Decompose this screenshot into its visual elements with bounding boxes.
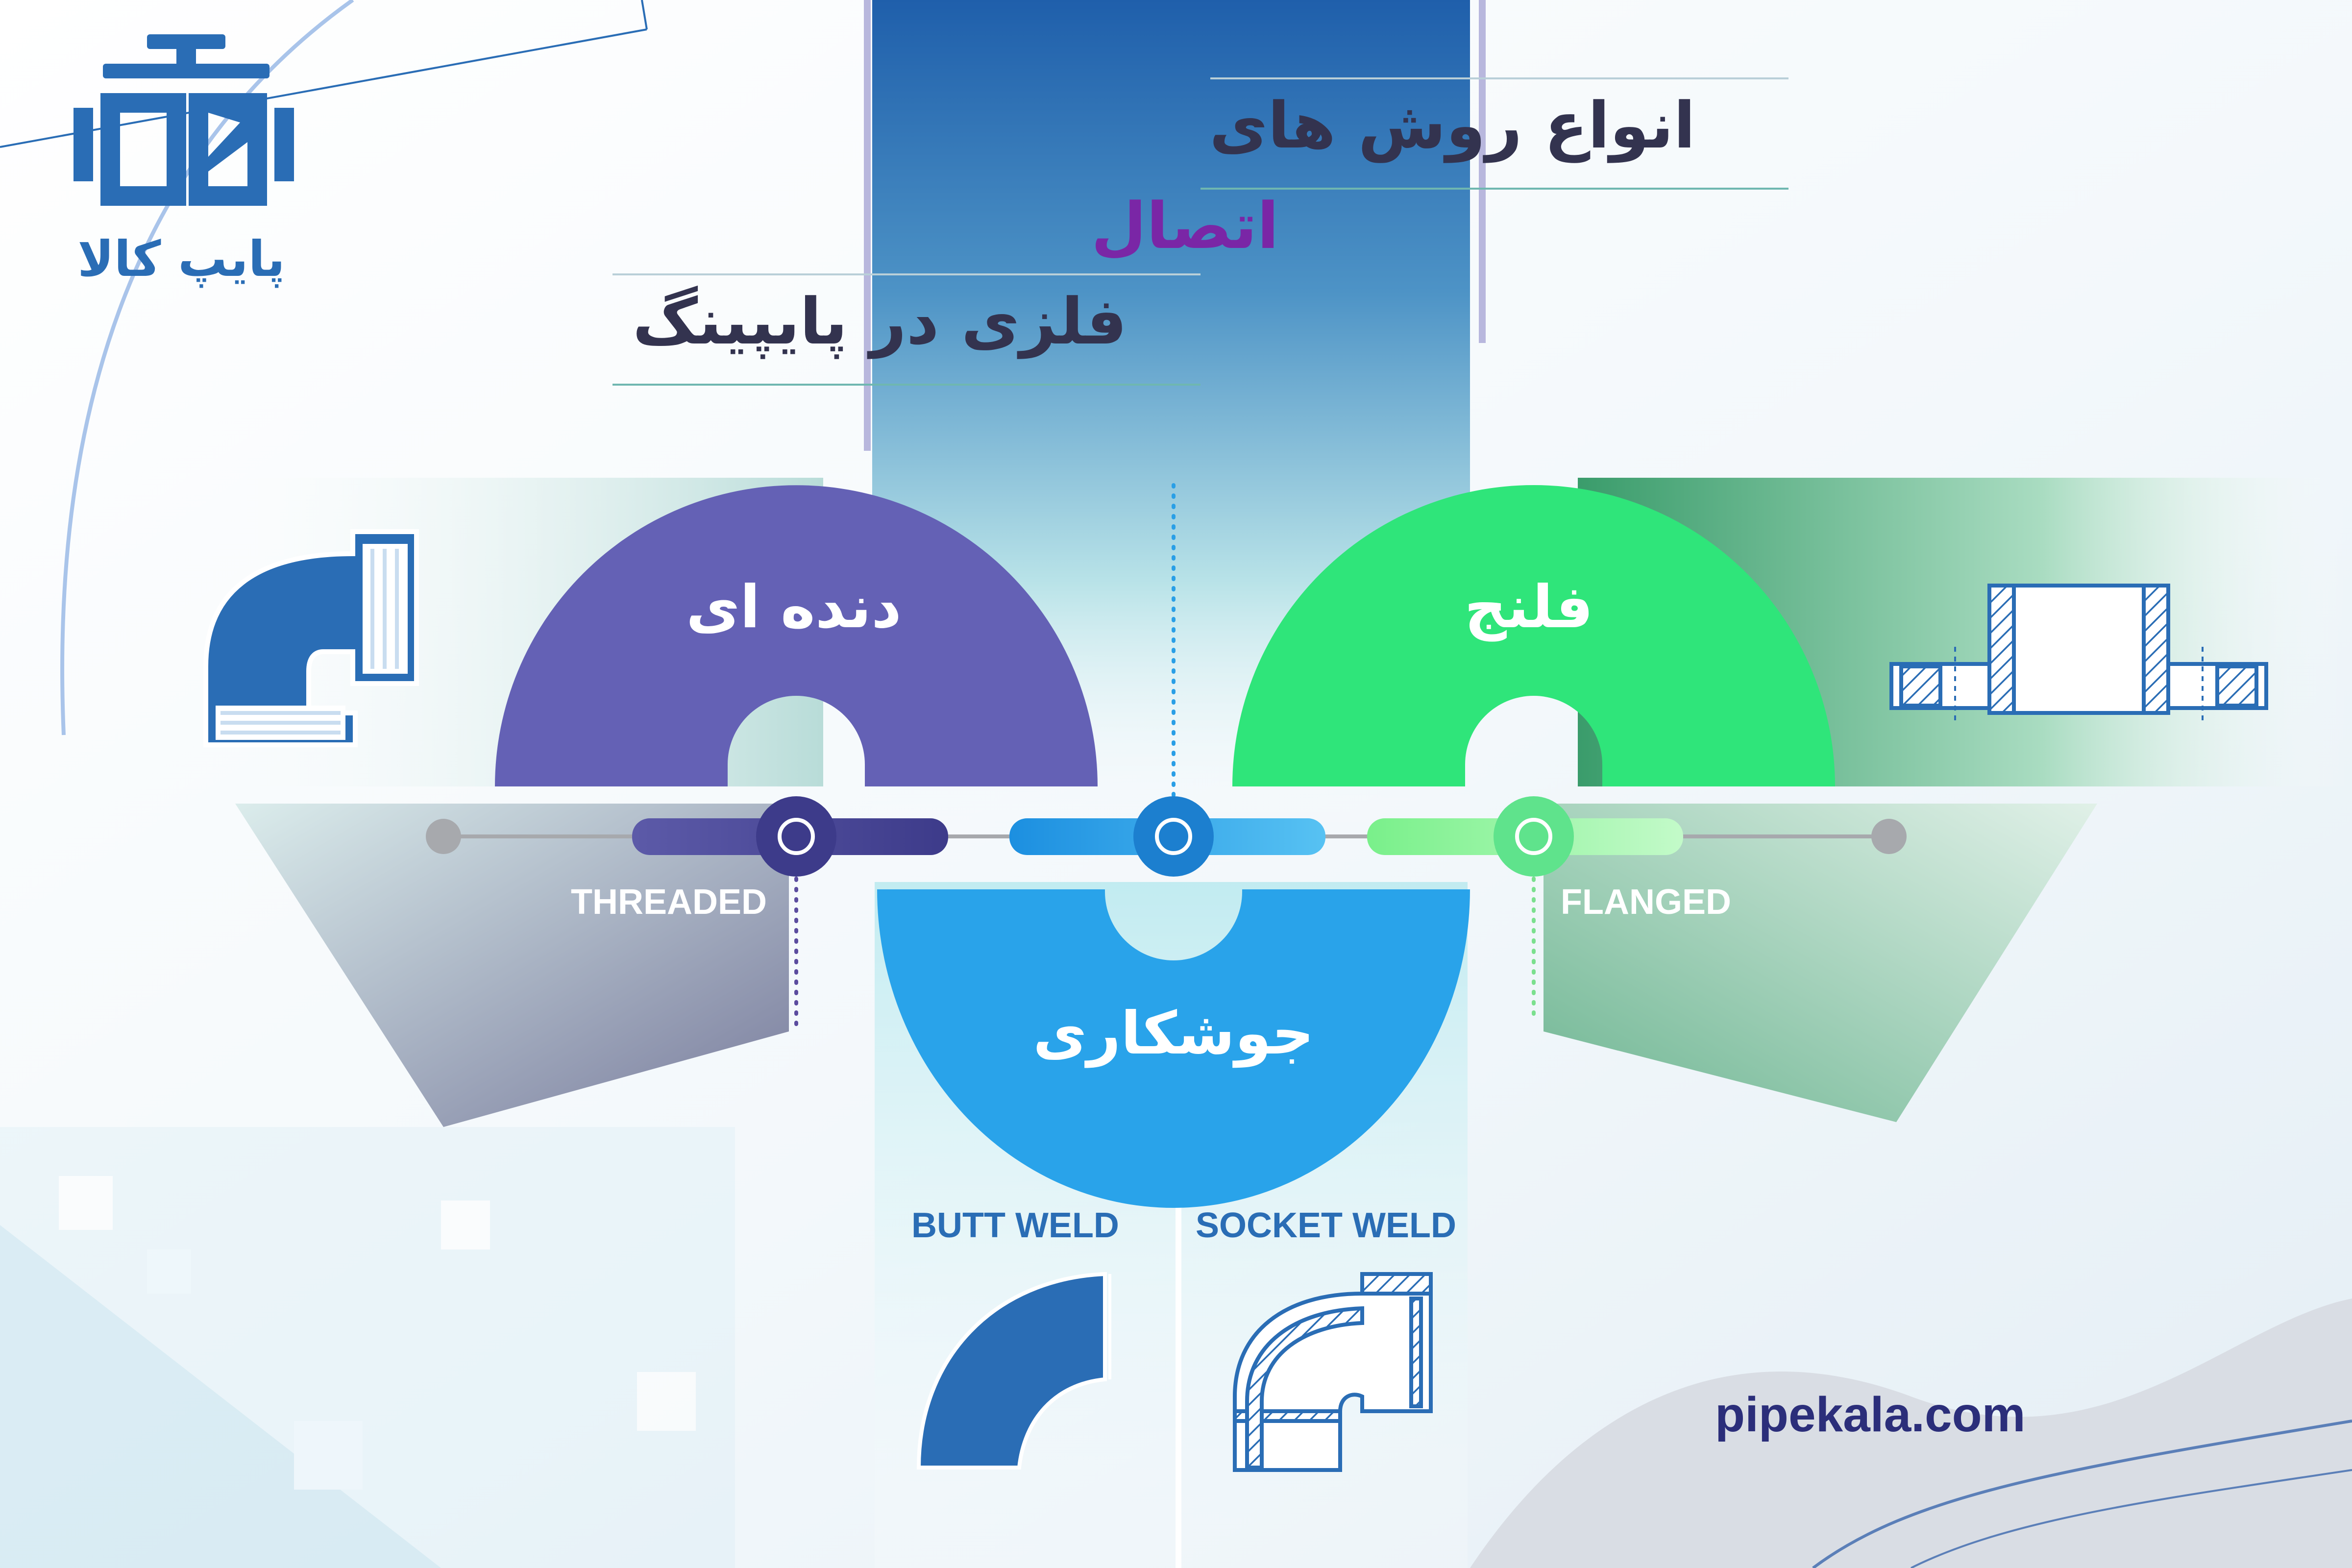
threaded-label-en: THREADED <box>571 882 767 922</box>
site-url: pipekala.com <box>1715 1387 2026 1442</box>
decor-squares <box>0 1127 735 1568</box>
timeline-end-left <box>426 819 461 854</box>
threaded-elbow-icon <box>203 529 419 747</box>
flanged-label-en: FLANGED <box>1561 882 1731 922</box>
welded-node <box>1133 796 1214 877</box>
socket-weld-label: SOCKET WELD <box>1196 1206 1456 1245</box>
brand-logo-icon <box>74 34 294 206</box>
title-line-3: فلزی در پایپینگ <box>632 284 1127 359</box>
flanged-node <box>1494 796 1574 877</box>
timeline-end-right <box>1871 819 1907 854</box>
flange-section-icon <box>1889 584 2268 725</box>
butt-weld-elbow-icon <box>916 1272 1111 1470</box>
flanged-semicircle <box>1232 485 1835 786</box>
welded-label-fa: جوشکاری <box>1033 1000 1314 1068</box>
brand-name: پایپ کالا <box>77 230 285 288</box>
decor-line-2 <box>1911 1469 2352 1568</box>
socket-weld-elbow-icon <box>1233 1272 1433 1472</box>
threaded-label-fa: دنده ای <box>686 573 902 641</box>
flanged-label-fa: فلنج <box>1464 573 1593 641</box>
flanged-panel <box>1544 804 2097 1122</box>
decor-wave <box>1470 1298 2352 1568</box>
title-line-1: انواع روش های <box>1209 88 1695 163</box>
threaded-panel <box>235 804 789 1127</box>
threaded-semicircle <box>495 485 1098 786</box>
butt-weld-label: BUTT WELD <box>911 1206 1119 1245</box>
title-line-2: اتصال <box>1091 189 1279 263</box>
welded-semicircle <box>877 889 1470 1208</box>
decor-line <box>1812 1420 2352 1568</box>
threaded-node <box>756 796 836 877</box>
decor-line-4 <box>641 0 648 30</box>
